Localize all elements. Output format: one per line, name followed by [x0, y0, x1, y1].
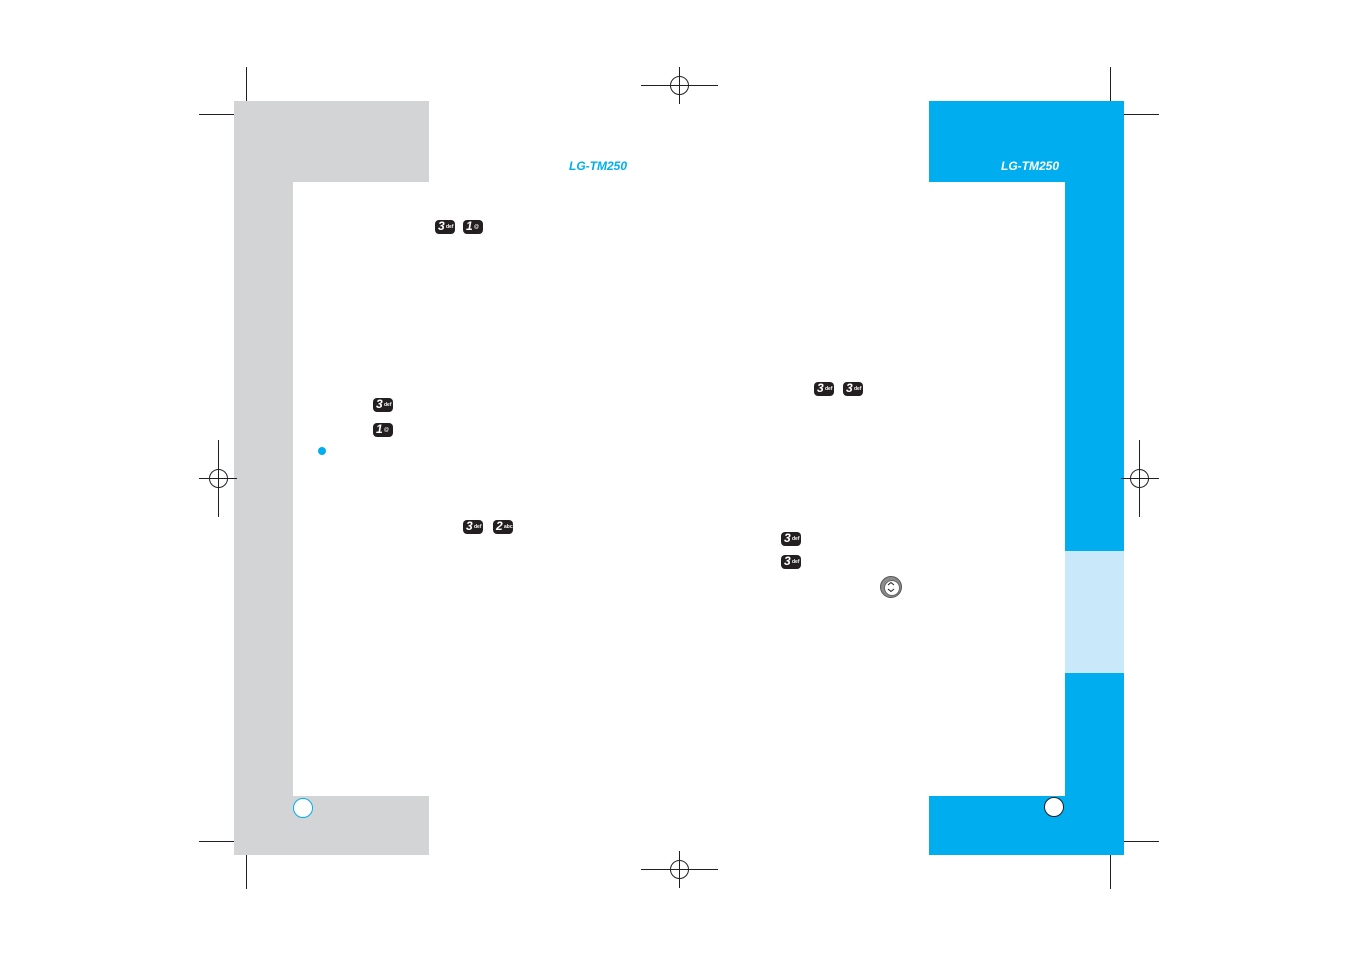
left-side-bar [234, 101, 293, 855]
key-1-icon: 1@ [373, 422, 393, 437]
left-page-number-circle [293, 798, 313, 818]
right-page-number-circle [1044, 797, 1064, 817]
bullet-dot-icon [318, 447, 326, 455]
right-section-marker [1065, 551, 1124, 673]
left-brand-label: LG-TM250 [569, 159, 628, 173]
navigation-key-icon [880, 576, 902, 598]
key-1-icon: 1@ [463, 219, 483, 234]
left-footer-tab [234, 796, 429, 855]
right-side-bar [1065, 101, 1124, 855]
right-footer-tab [929, 796, 1124, 855]
right-brand-label: LG-TM250 [1001, 159, 1060, 173]
